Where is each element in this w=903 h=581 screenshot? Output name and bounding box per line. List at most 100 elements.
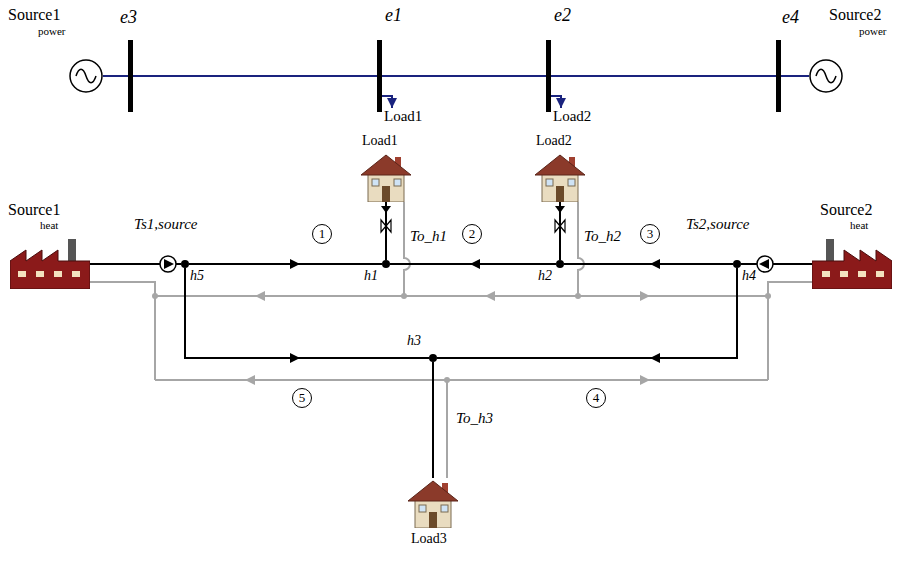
temperature-label: To_h3 [456,410,493,427]
return-junction [444,377,450,383]
arrowhead [290,353,300,363]
bus-bar: e1 [377,40,382,112]
node-label: heat [850,219,868,231]
pipe-number: 3 [640,224,660,244]
pipe-number: 5 [292,388,312,408]
power-line [382,75,546,77]
flow-arrow [640,375,650,385]
power-line [781,75,809,77]
node-label: h5 [190,268,204,283]
node-label: Source1 [8,6,60,24]
power-load-label: Load2 [553,108,591,125]
temperature-label: To_h1 [410,228,447,245]
power-line [103,75,128,77]
heat-source-plant: Source2heat [812,239,892,289]
power-line [133,75,377,77]
flow-arrow [245,375,255,385]
flow-arrow [255,291,265,301]
node-label: e3 [120,8,137,28]
bus-bar: e3 [128,40,133,112]
valve-symbol [555,206,565,232]
supply-pipe [437,268,737,358]
return-flow-arrows [152,291,771,385]
node-label: Load1 [384,108,422,125]
bus-bar: e4 [776,40,781,112]
node-label: Source2 [829,6,881,24]
node-label: e2 [554,6,571,26]
return-pipe [155,295,768,297]
supply-pipe [189,263,382,265]
pump-symbol [160,256,176,272]
supply-pipe [185,268,429,358]
node-label: Load3 [411,531,447,546]
connector-group [133,76,377,77]
connector-group [781,76,809,77]
node-label: Load1 [362,133,398,148]
connector-group [741,264,812,265]
generator-symbol: Source1power [69,59,103,93]
node-label: h1 [364,268,378,283]
connector-group [185,268,429,363]
pipe-junction: h4 [733,260,741,268]
node-label: Load2 [553,108,591,125]
node-label: e4 [782,8,799,28]
return-junction [765,293,771,299]
heat-source-plant: Source1heat [10,239,90,289]
return-pipe [446,380,448,478]
return-junction [152,293,158,299]
node-label: h3 [407,333,421,348]
power-line [551,75,776,77]
temperature-label: Ts2,source [686,216,750,233]
arrowhead [650,259,660,269]
return-junction [575,293,581,299]
pipe-junction: h1 [382,260,390,268]
connector-group [437,268,737,363]
arrowhead [556,98,566,108]
connector-group [103,76,128,77]
node-label: h4 [742,268,756,283]
node-label: power [859,25,887,37]
connector-group [551,96,566,108]
return-pipe [578,202,584,296]
temperature-label: Ts1,source [134,216,198,233]
arrowhead [470,259,480,269]
connector-group [551,76,776,77]
return-pipe [90,282,155,380]
heat-load-house: Load3 [407,478,459,528]
supply-pipe [432,362,434,478]
return-pipe [404,202,410,296]
node-label: heat [40,219,58,231]
generator-symbol: Source2power [809,59,843,93]
node-label: Source1 [8,201,60,219]
return-pipe [768,282,812,380]
supply-pipe [741,263,812,265]
pump-symbol [757,256,773,272]
flow-arrow [485,291,495,301]
connector-group [390,259,556,269]
temperature-label: To_h2 [584,228,621,245]
connector-group [433,362,434,478]
connector-group [382,76,546,77]
heat-load-house: Load1 [360,152,412,202]
return-junction [401,293,407,299]
valve-symbol [381,206,391,232]
return-pipes [90,202,812,478]
pipe-junction: h5 [181,260,189,268]
connector-group [564,259,733,269]
flow-arrow [640,291,650,301]
arrowhead [387,98,397,108]
heat-load-house: Load2 [534,152,586,202]
connector-group [189,259,382,269]
pipe-junction: h3 [429,354,437,362]
pipe-junction: h2 [556,260,564,268]
arrowhead [650,353,660,363]
pipe-number: 1 [312,224,332,244]
node-label: Load2 [536,133,572,148]
node-label: Source2 [820,201,872,219]
bus-bar: e2 [546,40,551,112]
connector-group [382,96,397,108]
